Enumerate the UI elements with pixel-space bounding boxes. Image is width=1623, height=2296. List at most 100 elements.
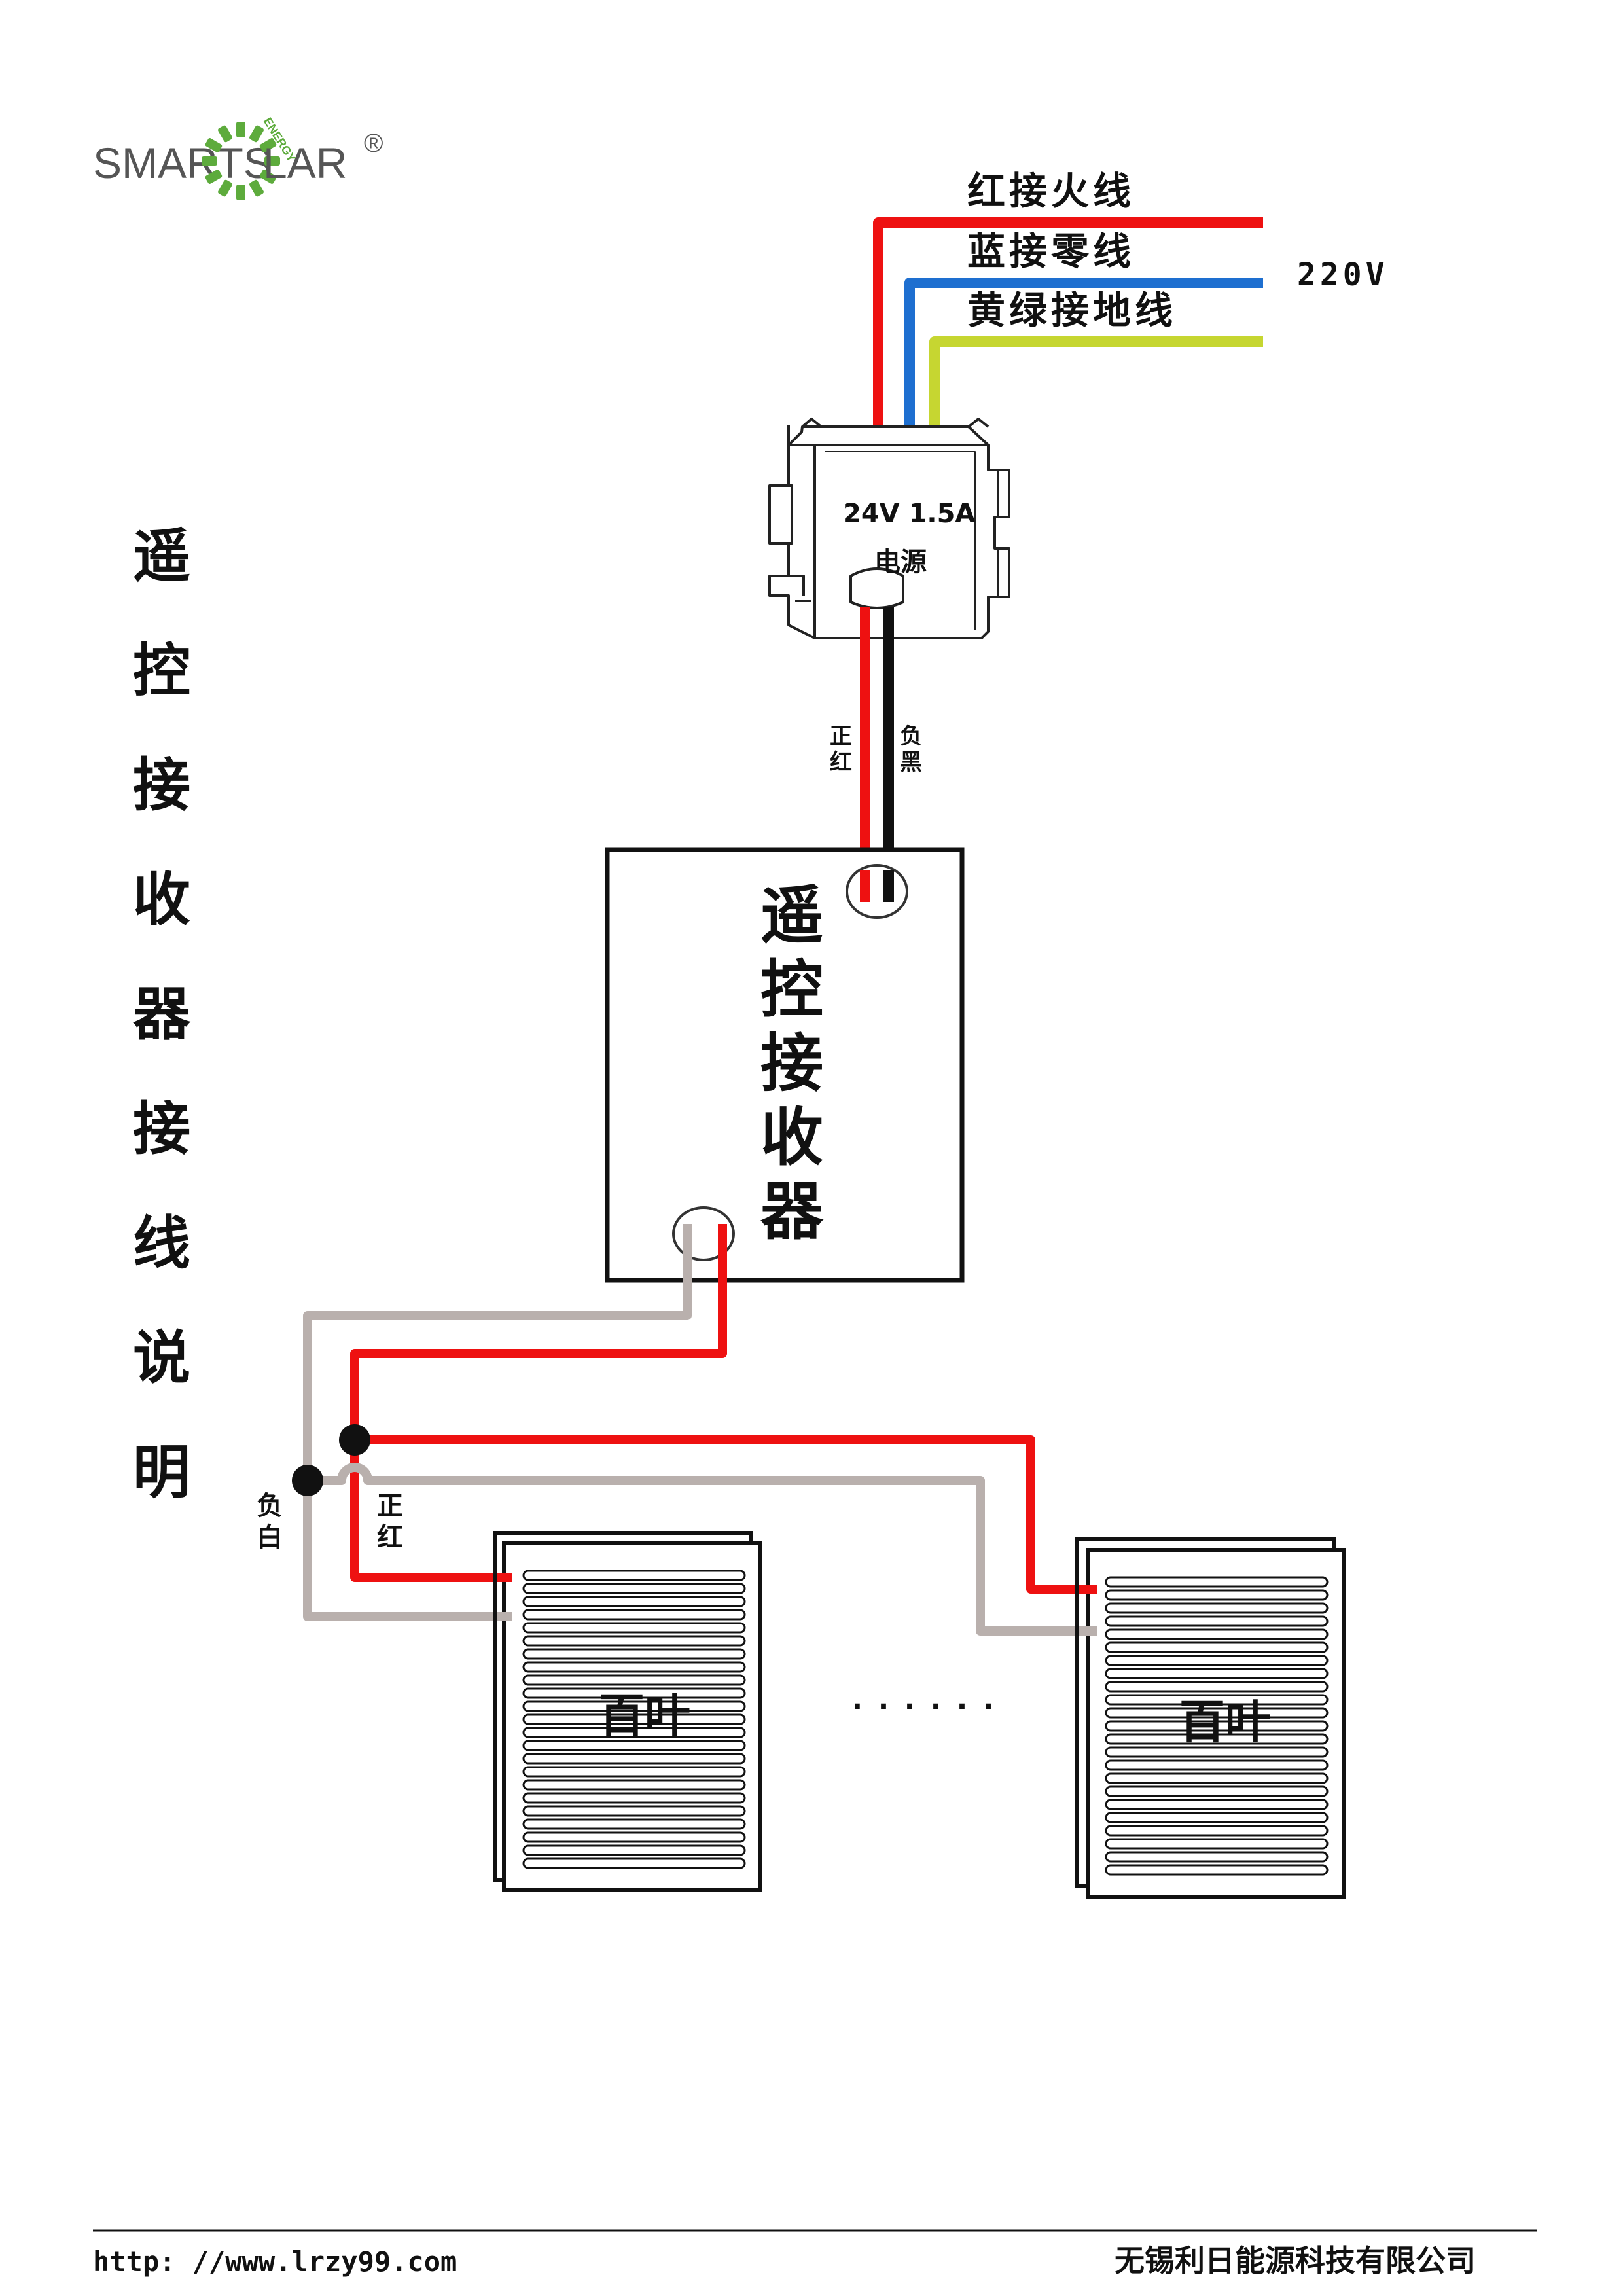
sun-icon [202,122,280,200]
shutter-slat [1105,1825,1329,1837]
shutter-slat [1105,1838,1329,1850]
shutter-slat [1105,1655,1329,1666]
receiver-label: 遥 控 接 收 器 [760,879,824,1248]
shutter-slat [522,1583,746,1594]
shutter-slat [522,1661,746,1673]
dc-positive-label: 正 [830,723,852,749]
side-title-char: 说 [133,1324,190,1391]
receiver-output-grommet [672,1206,735,1261]
shutter-slat [1105,1589,1329,1601]
shutter-slat [1105,1628,1329,1640]
live-wire [873,217,1263,432]
side-title-char: 线 [133,1210,190,1277]
shutter-slat [522,1779,746,1791]
earth-wire-label: 黄绿接地线 [967,288,1177,332]
neutral-wire [904,278,1263,435]
psu-rating: 24V 1.5A [843,499,975,529]
shutter-slat [1105,1681,1329,1693]
receiver-input-grommet [846,864,908,919]
dc-negative-label: 负 [900,723,922,749]
shutter-slat [1105,1733,1329,1745]
shutter-slat [522,1792,746,1804]
live-wire-label: 红接火线 [967,169,1135,213]
side-title-char: 接 [133,1095,190,1162]
side-title-char: 收 [133,866,190,933]
shutter-2: 百叶 [1075,1537,1346,1899]
bus-negative-label: 负 [257,1491,283,1521]
shutter-slat [522,1700,746,1712]
dc-positive-label: 红 [830,749,852,776]
bus-positive-label: 红 [377,1522,403,1552]
side-title-char: 明 [133,1439,190,1506]
bus-red-wire [355,1435,1093,1594]
shutter-slat [522,1687,746,1699]
dc-negative-label: 黑 [900,749,922,776]
side-title: 遥 控 接 收 器 接 线 说 明 [133,522,191,1506]
bus-positive-label: 正 [377,1491,403,1521]
logo-text-left: SMARTS [93,139,272,187]
logo-text-right: LAR [263,139,347,187]
shutter-2-label: 百叶 [1179,1695,1271,1749]
side-title-char: 器 [133,980,191,1048]
shutter-slat [1105,1746,1329,1758]
shutter-slat [1105,1772,1329,1784]
bus-white-wire [308,1463,1093,1636]
receiver-label-char: 接 [760,1027,823,1100]
shutter-slat [1105,1615,1329,1627]
shutter-slat [522,1753,746,1765]
shutter-slat [522,1609,746,1621]
shutter-1-label: 百叶 [599,1689,690,1742]
shutter-slat [1105,1641,1329,1653]
shutter-slat [1105,1759,1329,1771]
shutter-slat [1105,1851,1329,1863]
shutter-slat [522,1622,746,1634]
output-red-wire [350,1224,727,1582]
shutter-slat [522,1596,746,1607]
shutter-slat [1105,1785,1329,1797]
shutter-slat [1105,1864,1329,1876]
remote-receiver [605,847,965,1283]
receiver-label-char: 遥 [760,879,823,952]
shutter-slat [1105,1576,1329,1588]
brand-logo: SMARTS LAR ® ENERGY [93,115,383,200]
shutter-slat [522,1648,746,1660]
receiver-label-char: 控 [760,953,823,1026]
shutter-slat [1105,1694,1329,1706]
shutter-slat [522,1805,746,1817]
shutter-slat [522,1740,746,1751]
shutter-slat [1105,1668,1329,1679]
bus-negative-label: 白 [257,1522,283,1552]
more-shutters-ellipsis: · · · · · · [852,1690,997,1723]
shutter-slat [1105,1720,1329,1732]
shutter-1: 百叶 [493,1531,762,1892]
shutter-slat [522,1635,746,1647]
junction-dot-white [292,1465,323,1496]
receiver-label-char: 收 [760,1101,823,1174]
side-title-char: 遥 [133,522,190,590]
shutter-slat [1105,1812,1329,1823]
shutter-slat [1105,1799,1329,1810]
earth-wire [929,336,1263,437]
side-title-char: 接 [133,751,190,819]
neutral-wire-label: 蓝接零线 [967,229,1135,274]
shutter-slat [522,1844,746,1856]
side-title-char: 控 [133,637,190,704]
psu-label: 电源 [874,547,927,577]
shutter-slat [522,1674,746,1686]
power-supply [768,418,1010,639]
shutter-slat [522,1727,746,1738]
shutter-slat [522,1857,746,1869]
shutter-slat [522,1713,746,1725]
output-white-wire [303,1224,692,1621]
shutter-slat [1105,1707,1329,1719]
receiver-label-char: 器 [760,1175,824,1248]
voltage-label: 220V [1297,257,1389,293]
shutter-slat [522,1570,746,1581]
shutter-slat [522,1831,746,1843]
shutter-slat [1105,1602,1329,1614]
junction-dot-red [339,1424,370,1456]
shutter-slat [522,1818,746,1830]
registered-mark: ® [364,129,383,158]
footer-company: 无锡利日能源科技有限公司 [1115,2243,1476,2278]
